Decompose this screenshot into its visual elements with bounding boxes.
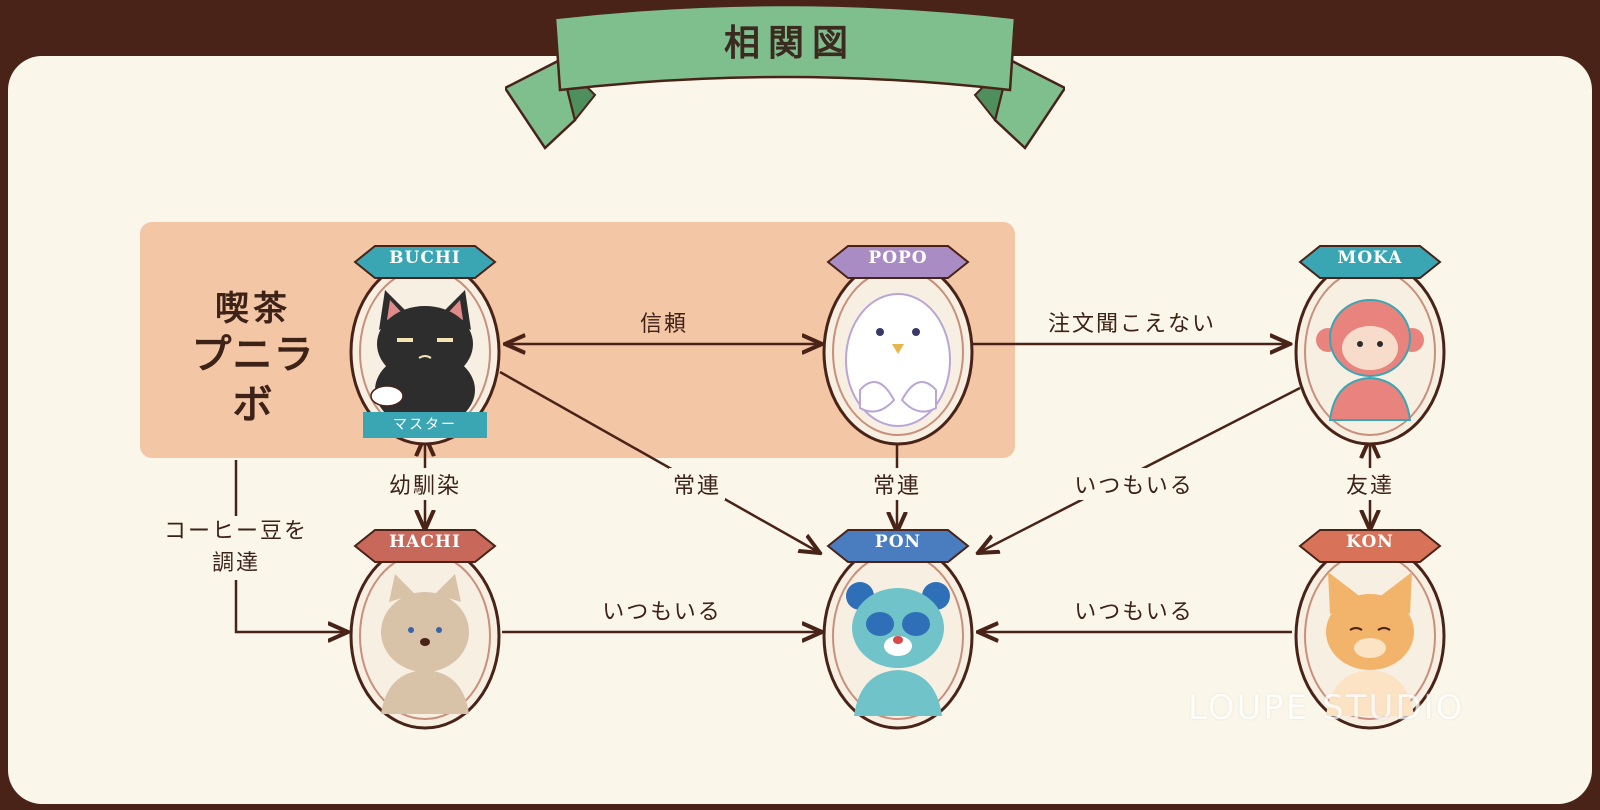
label-cafe-hachi-line2: 調達 — [211, 551, 261, 576]
moka-portrait — [1294, 245, 1446, 446]
label-popo-pon: 常連 — [868, 468, 926, 500]
kon-name: KON — [1346, 532, 1394, 552]
label-buchi-pon: 常連 — [668, 468, 726, 500]
label-cafe-hachi-line1: コーヒー豆を — [163, 519, 309, 544]
hachi-name: HACHI — [389, 532, 461, 552]
diagram-title: 相関図 — [723, 23, 856, 64]
popo-name: POPO — [868, 248, 928, 268]
node-buchi[interactable]: BUCHI マスター — [335, 240, 515, 460]
label-buchi-popo: 信頼 — [639, 312, 689, 337]
cafe-name-line1: 喫茶 — [215, 289, 291, 329]
popo-portrait — [822, 245, 974, 446]
label-kon-pon: いつもいる — [1074, 600, 1194, 625]
label-hachi-pon: いつもいる — [602, 600, 722, 625]
buchi-role-badge: マスター — [363, 412, 487, 438]
label-moka-kon: 友達 — [1341, 468, 1399, 500]
node-hachi[interactable]: HACHI — [335, 524, 515, 744]
node-moka[interactable]: MOKA — [1280, 240, 1460, 460]
hachi-portrait — [349, 529, 501, 730]
node-pon[interactable]: PON — [808, 524, 988, 744]
cafe-name-line2: プニラボ — [191, 332, 315, 428]
label-popo-moka: 注文聞こえない — [1047, 312, 1217, 337]
label-moka-pon: いつもいる — [1070, 468, 1198, 500]
watermark: LOUPE STUDIO — [1188, 688, 1465, 728]
node-kon[interactable]: KON — [1280, 524, 1460, 744]
pon-portrait — [822, 529, 974, 730]
pon-name: PON — [874, 532, 922, 552]
arrow-buchi-pon — [499, 370, 820, 553]
kon-portrait — [1294, 529, 1446, 730]
cafe-name: 喫茶 プニラボ — [178, 288, 328, 430]
title-ribbon — [505, 3, 1065, 150]
buchi-portrait — [349, 245, 501, 446]
label-cafe-hachi: コーヒー豆を 調達 — [159, 516, 313, 580]
moka-name: MOKA — [1337, 248, 1403, 268]
node-popo[interactable]: POPO — [808, 240, 988, 460]
buchi-name: BUCHI — [389, 248, 461, 268]
label-buchi-hachi: 幼馴染 — [384, 468, 466, 500]
